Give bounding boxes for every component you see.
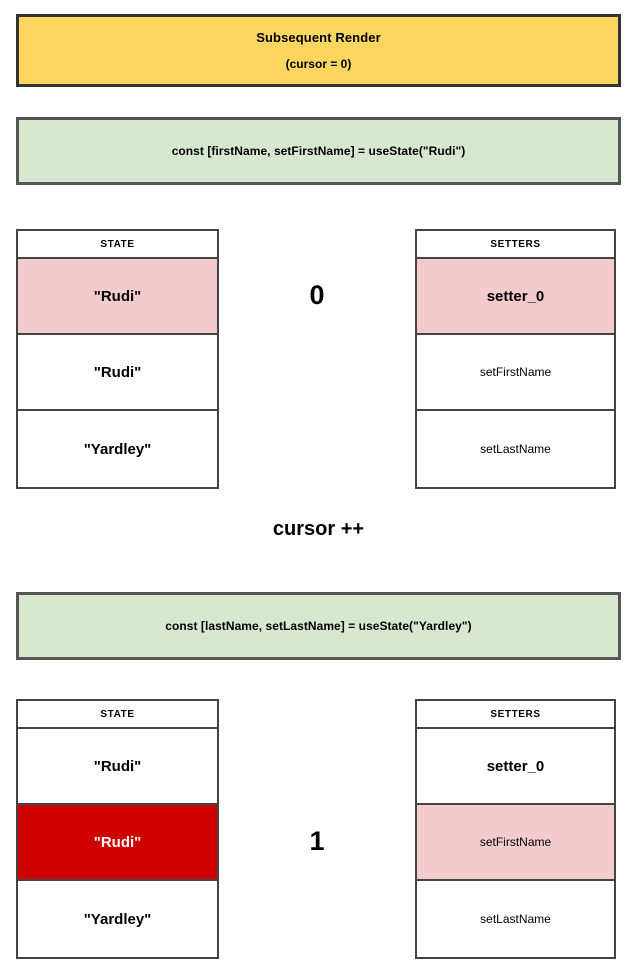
setters-cell-0-label: setter_0 [486, 287, 545, 305]
setters-cell-1-label: setFirstName [479, 835, 552, 849]
state-table-first: STATE "Rudi" "Rudi" "Yardley" [16, 229, 219, 489]
banner-title: Subsequent Render [256, 30, 381, 45]
setters-table-second: SETTERS setter_0 setFirstName setLastNam… [415, 699, 616, 959]
setters-cell-1[interactable]: setFirstName [417, 335, 614, 411]
setters-table-header: SETTERS [417, 231, 614, 259]
cursor-increment-label: cursor ++ [272, 518, 365, 540]
code-block-text: const [firstName, setFirstName] = useSta… [171, 144, 466, 158]
setters-cell-2-label: setLastName [480, 442, 551, 456]
state-cell-0-label: "Rudi" [93, 757, 142, 775]
setters-cell-2-label: setLastName [480, 912, 551, 926]
state-cell-2-label: "Yardley" [83, 910, 152, 928]
cursor-value-first: 0 [309, 279, 325, 310]
state-table-header: STATE [18, 231, 217, 259]
setters-cell-2[interactable]: setLastName [417, 881, 614, 957]
state-table-header: STATE [18, 701, 217, 729]
state-cell-2-label: "Yardley" [83, 440, 152, 458]
state-cell-2[interactable]: "Yardley" [18, 411, 217, 487]
code-block-text: const [lastName, setLastName] = useState… [165, 619, 472, 633]
banner-cursor-subtitle: (cursor = 0) [285, 57, 352, 71]
state-cell-1-label: "Rudi" [93, 363, 142, 381]
setters-cell-1-label: setFirstName [479, 365, 552, 379]
setters-cell-2[interactable]: setLastName [417, 411, 614, 487]
state-table-second: STATE "Rudi" "Rudi" "Yardley" [16, 699, 219, 959]
setters-table-first: SETTERS setter_0 setFirstName setLastNam… [415, 229, 616, 489]
setters-cell-0[interactable]: setter_0 [417, 259, 614, 335]
setters-cell-1[interactable]: setFirstName [417, 805, 614, 881]
subsequent-render-banner: Subsequent Render (cursor = 0) [16, 14, 621, 87]
state-cell-0[interactable]: "Rudi" [18, 259, 217, 335]
setters-table-header: SETTERS [417, 701, 614, 729]
setters-cell-0[interactable]: setter_0 [417, 729, 614, 805]
setters-cell-0-label: setter_0 [486, 757, 545, 775]
state-cell-1[interactable]: "Rudi" [18, 805, 217, 881]
state-cell-1[interactable]: "Rudi" [18, 335, 217, 411]
state-cell-2[interactable]: "Yardley" [18, 881, 217, 957]
code-block-first-name: const [firstName, setFirstName] = useSta… [16, 117, 621, 185]
state-cell-0-label: "Rudi" [93, 287, 142, 305]
state-cell-0[interactable]: "Rudi" [18, 729, 217, 805]
state-cell-1-label: "Rudi" [93, 833, 142, 851]
code-block-last-name: const [lastName, setLastName] = useState… [16, 592, 621, 660]
cursor-value-second: 1 [309, 825, 325, 856]
